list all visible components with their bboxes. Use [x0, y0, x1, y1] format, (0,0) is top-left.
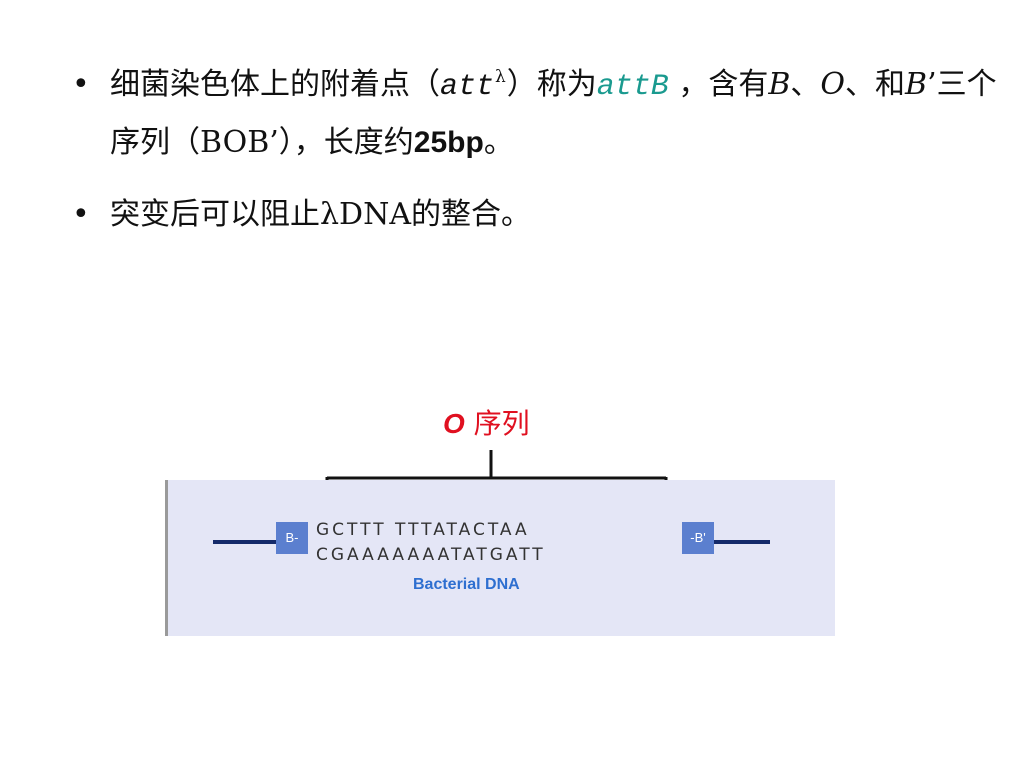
left-dna-backbone	[213, 540, 277, 544]
bullet-text: 突变后可以阻止λDNA的整合。	[110, 197, 531, 232]
length-value: 25bp	[413, 126, 484, 159]
bullet-marker: •	[72, 197, 90, 232]
att-term: att	[440, 70, 495, 104]
o-letter: O	[443, 408, 465, 439]
bullet-text-part: ’三个序列（BOB’），长度约	[110, 67, 997, 160]
bacterial-dna-label: Bacterial DNA	[413, 576, 520, 593]
b-term: B	[768, 67, 791, 102]
o-label-text: 序列	[464, 407, 530, 440]
bullet-item-att-site: • 细菌染色体上的附着点（attλ）称为attB ，含有B、O、和B’三个序列（…	[72, 58, 1002, 170]
bullet-text-part: 、和	[845, 67, 906, 102]
bullet-text-part: ）称为	[506, 67, 597, 102]
o-sequence-label: O 序列	[443, 402, 530, 442]
b-prime-right-box: -B'	[682, 522, 714, 554]
bullet-item-mutation: • 突变后可以阻止λDNA的整合。	[72, 188, 1002, 242]
attB-term: attB	[596, 70, 669, 104]
bullet-text-part: ，含有	[668, 67, 769, 102]
bacterial-dna-panel	[165, 480, 835, 636]
lambda-superscript: λ	[495, 67, 506, 87]
bottom-strand-sequence: CGAAAAAAATATGATT	[316, 545, 546, 565]
o-term: O	[820, 67, 846, 102]
b-left-box: B-	[276, 522, 308, 554]
bullet-text-part: 、	[790, 67, 821, 102]
right-dna-backbone	[714, 540, 770, 544]
bullet-list: • 细菌染色体上的附着点（attλ）称为attB ，含有B、O、和B’三个序列（…	[72, 58, 1002, 260]
b-prime-term: B	[905, 67, 928, 102]
bullet-text-part: 。	[483, 125, 514, 160]
bullet-marker: •	[72, 67, 90, 102]
bullet-text-part: 细菌染色体上的附着点（	[110, 67, 440, 102]
top-strand-sequence: GCTTT TTTATACTAA	[316, 520, 530, 540]
